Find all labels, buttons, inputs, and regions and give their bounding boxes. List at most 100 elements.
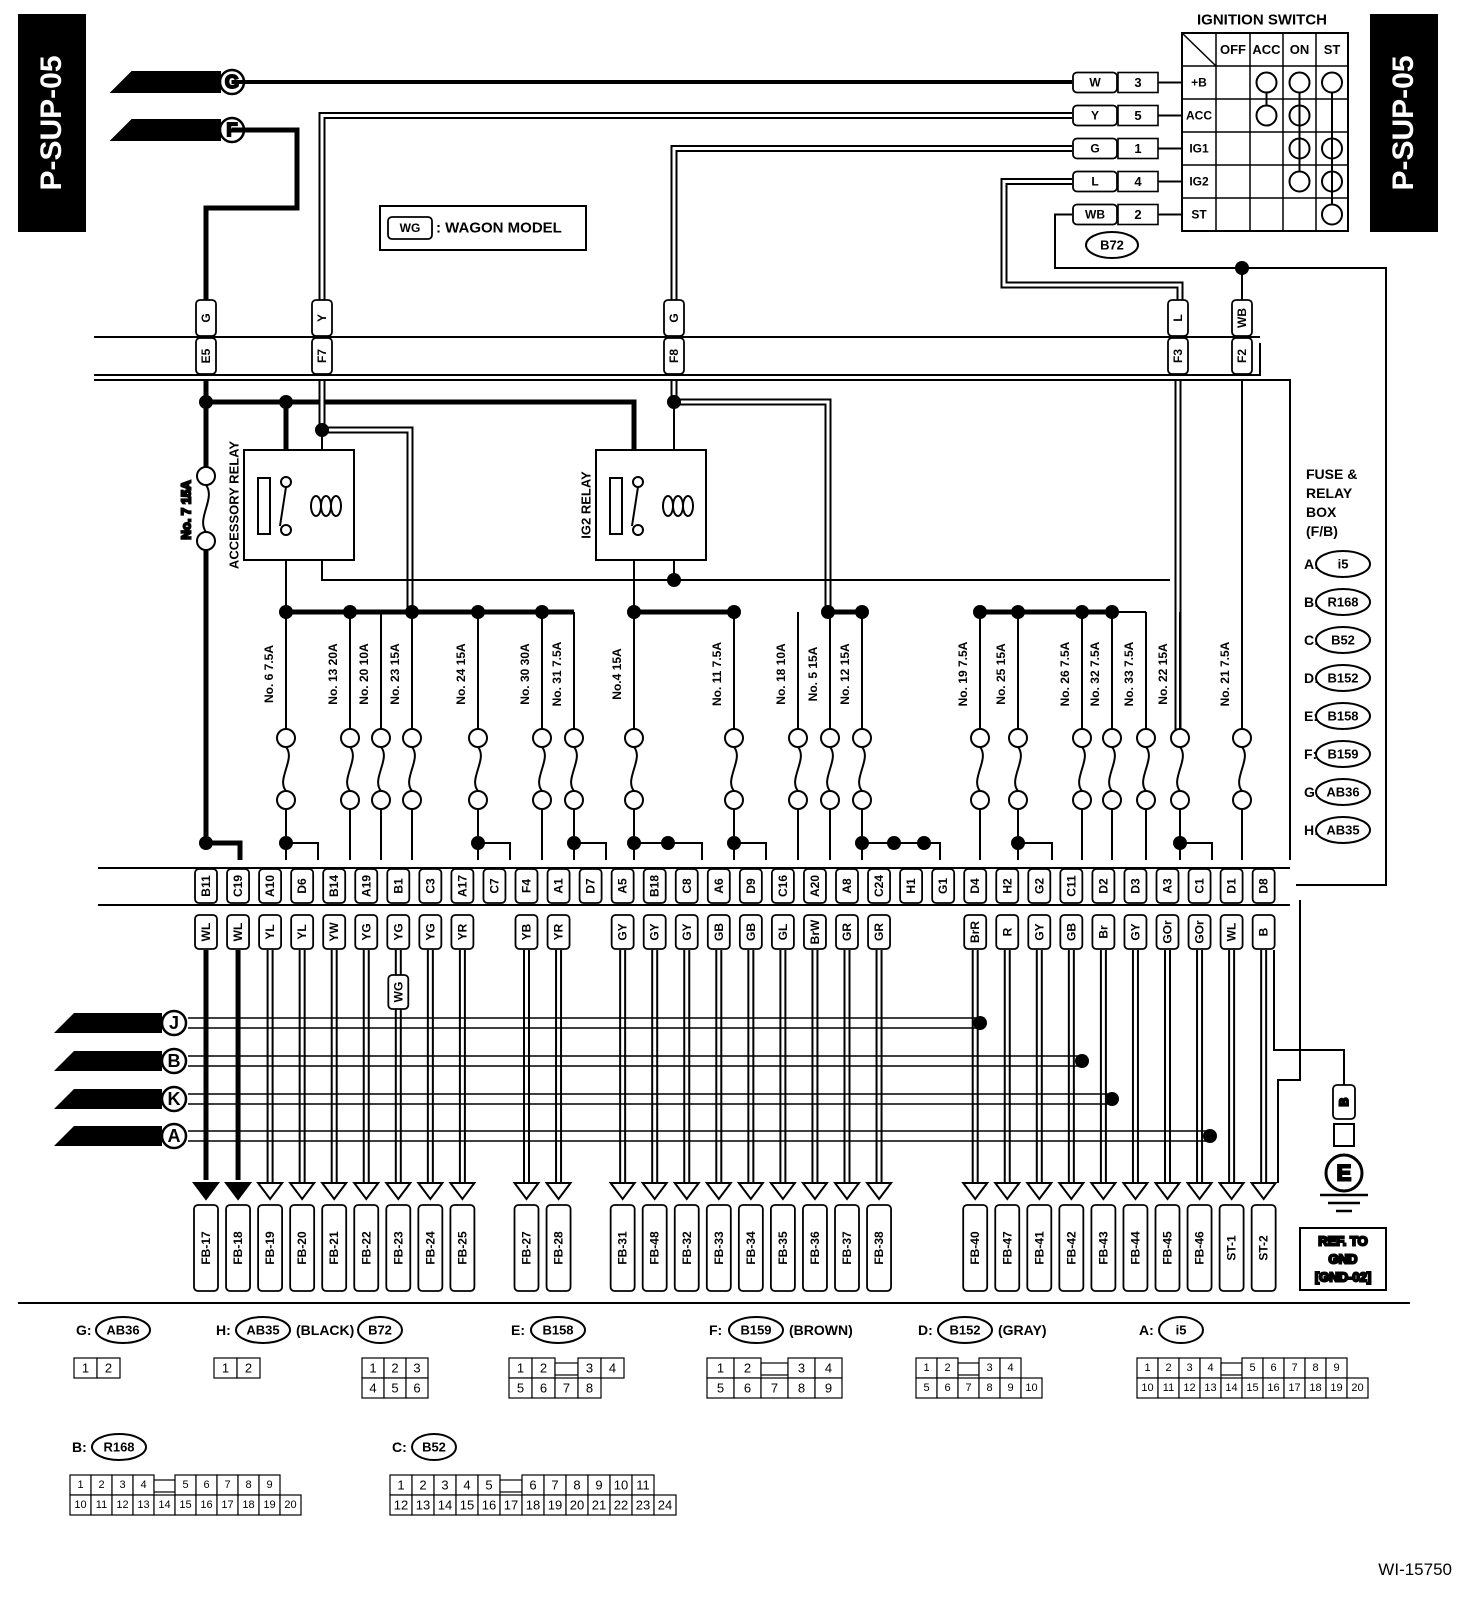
bottom-pin-B1: B1 [391, 878, 405, 894]
junction-dot [855, 605, 869, 619]
connector-pin: 11 [636, 1478, 650, 1493]
ignition-switch-title: IGNITION SWITCH [1197, 12, 1327, 29]
bottom-pin-A20-box [803, 868, 827, 904]
top-pin-F3: F3 [1171, 349, 1185, 363]
bottom-color-C8: GY [680, 923, 694, 940]
bottom-pin-D8: D8 [1257, 878, 1271, 894]
fusebox-conn-B152: B152 [1327, 671, 1358, 686]
fuse-terminal [468, 790, 488, 810]
arrow-FB-34 [736, 1182, 765, 1201]
connector-pin: 6 [944, 1382, 950, 1394]
fuse-label-11: No. 12 15A [838, 643, 852, 705]
connector-key: G: [76, 1322, 92, 1338]
relay-pin [632, 476, 644, 488]
ignition-col-ACC: ACC [1252, 42, 1281, 57]
ignition-term-ACC: ACC [1186, 109, 1212, 123]
fuse-label-12: No. 19 7.5A [956, 641, 970, 706]
connector-id-B52-ellipse [411, 1433, 457, 1461]
junction-dot [315, 423, 329, 437]
bottom-color-C3-box [418, 914, 443, 950]
connector-pin: 12 [116, 1499, 128, 1511]
bottom-pin-C1: C1 [1193, 878, 1207, 894]
bottom-pin-C19-box [226, 868, 250, 904]
bottom-color-C8-box [674, 914, 699, 950]
bottom-pin-A1-box [546, 868, 571, 904]
connector-key: E: [511, 1322, 525, 1338]
switch-contact [1255, 71, 1278, 94]
connector-cavity [236, 1357, 261, 1379]
bottom-color-D3-box [1123, 914, 1148, 950]
connector-pin: 2 [744, 1361, 751, 1376]
connector-key-slot [1220, 1362, 1243, 1376]
arrow-ST-2 [1249, 1182, 1278, 1201]
arrow-FB-22 [352, 1182, 381, 1201]
ground-lug [1333, 1123, 1355, 1147]
fuse-terminal [402, 790, 422, 810]
fuse-label-7: No.4 15A [610, 648, 624, 700]
dest-FB-34-box [737, 1204, 764, 1292]
bus-input-K-label: P-SUP-03 [85, 1092, 144, 1107]
relay-pin [280, 524, 292, 536]
connector-pin: 2 [419, 1478, 426, 1493]
fuse-label-13: No. 25 15A [994, 643, 1008, 705]
bottom-pin-D2: D2 [1096, 878, 1110, 894]
bottom-pin-A8: A8 [840, 878, 854, 894]
bottom-color-B14-box [322, 914, 347, 950]
connector-cavity [1020, 1377, 1043, 1399]
connector-pin: 12 [1183, 1382, 1195, 1394]
connector-pin: 3 [586, 1361, 593, 1376]
junction-dot [535, 605, 549, 619]
connector-pin: 1 [717, 1361, 724, 1376]
bottom-color-D4: BrR [968, 921, 982, 943]
fusebox-conn-i5: i5 [1338, 557, 1349, 572]
connector-pin: 6 [203, 1479, 209, 1491]
dest-FB-46: FB-46 [1193, 1231, 1207, 1265]
connector-pin: 7 [1291, 1362, 1297, 1374]
fuse-terminal [852, 790, 872, 810]
bus-input-J-flag [54, 1013, 162, 1033]
top-pin-F2-box [1231, 337, 1253, 375]
ignition-wire-L-box [1072, 170, 1118, 193]
bus-input-B-label: P-SUP-02 [85, 1054, 144, 1069]
top-bus-line [94, 343, 1261, 376]
fuse-terminal [624, 728, 644, 748]
switch-contact [1321, 71, 1343, 94]
connector-pin: 3 [1186, 1362, 1192, 1374]
connector-cavity [405, 1377, 429, 1399]
dest-FB-37-box [834, 1204, 860, 1292]
top-pin-F8-box [663, 337, 685, 375]
fuse-7 [624, 728, 644, 810]
relay-coil [330, 495, 342, 517]
bottom-color-B1: YG [391, 923, 405, 940]
dest-FB-47-box [994, 1204, 1021, 1292]
bottom-pin-A5: A5 [616, 878, 630, 894]
bottom-pin-D9-box [738, 868, 763, 904]
ignition-term-+B: +B [1191, 76, 1207, 90]
ignition-col-ST: ST [1324, 42, 1341, 57]
bottom-pin-D7: D7 [584, 878, 598, 894]
junction-dot [917, 836, 931, 850]
arrow-FB-35 [768, 1182, 797, 1201]
junction-dot [627, 605, 641, 619]
bottom-pin-H2: H2 [1000, 878, 1014, 894]
ignition-pin-2: 2 [1134, 207, 1141, 222]
connector-pin: 2 [105, 1361, 112, 1376]
top-color-F3: L [1171, 314, 1185, 321]
bottom-pin-D1-box [1219, 868, 1244, 904]
fuse-out-bridge [478, 842, 511, 860]
junction-dot [1075, 605, 1089, 619]
dest-FB-36-box [802, 1204, 828, 1292]
input-g-label: P-SUP-02 [143, 75, 202, 90]
connector-id-i5: i5 [1176, 1323, 1187, 1338]
bottom-pin-G2: G2 [1032, 878, 1046, 894]
top-color-F8-box [663, 299, 685, 337]
fuse-out-bridge [286, 842, 319, 860]
dest-FB-40-box [962, 1204, 989, 1292]
bottom-pin-A19: A19 [359, 875, 373, 897]
junction-dot [1105, 605, 1119, 619]
bottom-color-D4-box [963, 914, 988, 950]
top-pin-F8: F8 [667, 349, 681, 363]
connector-pin: 21 [592, 1498, 606, 1513]
